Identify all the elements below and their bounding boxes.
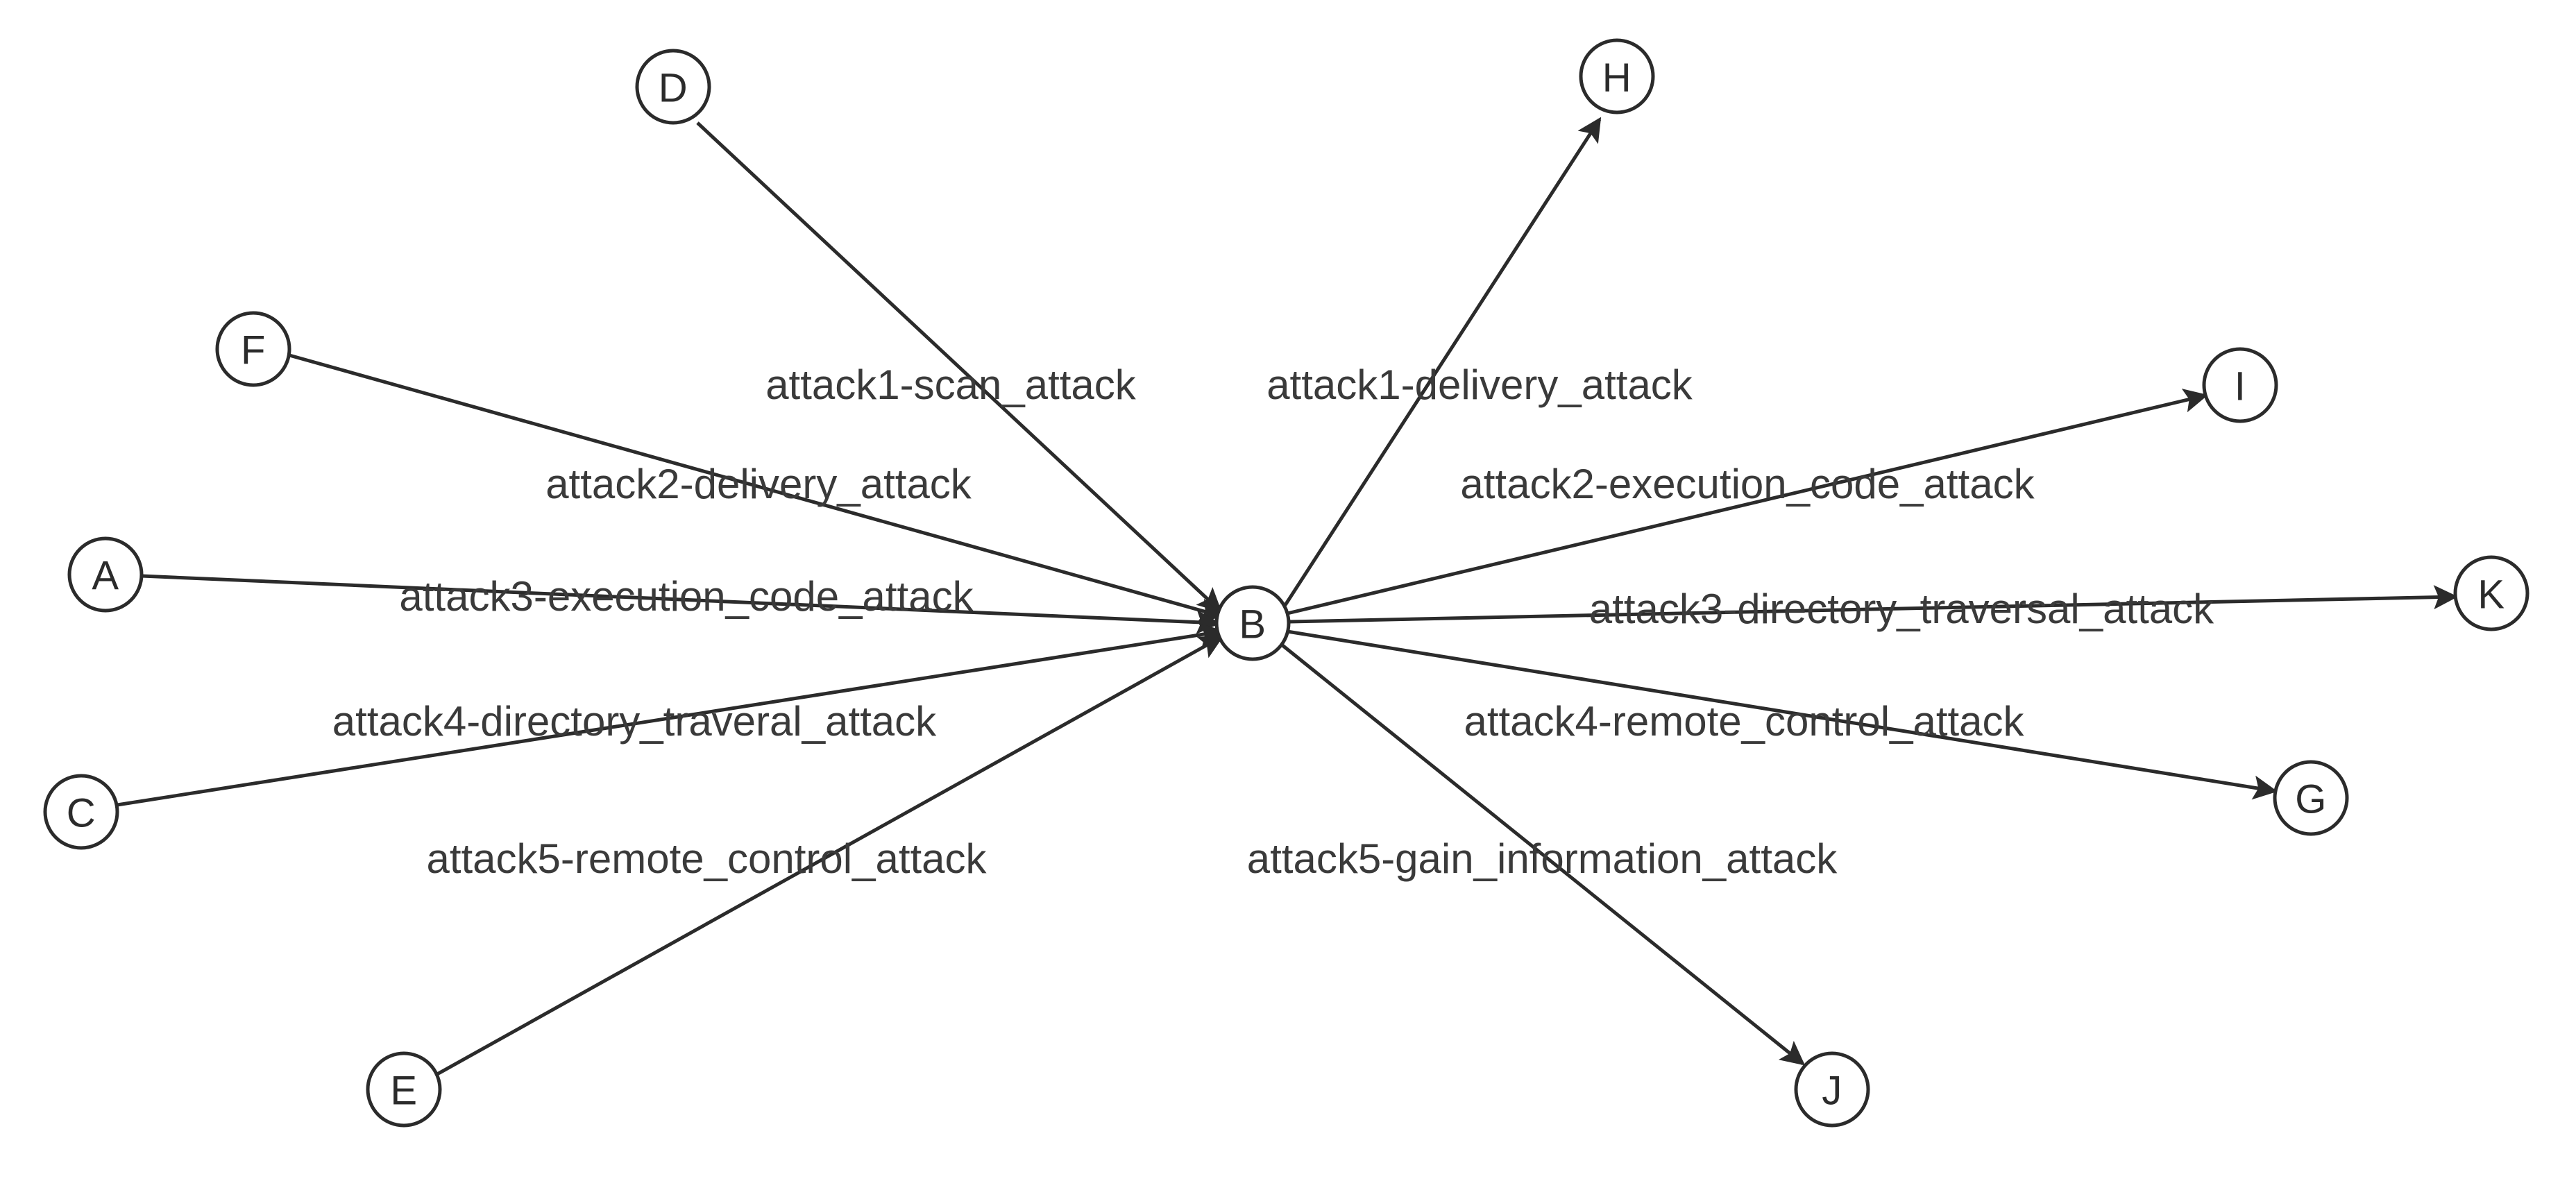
node-circle-j[interactable] [1794,1051,1870,1128]
node-d[interactable]: D [635,49,711,125]
edge-label-d-b: attack1-scan_attack [765,362,1137,408]
edge-label-b-h: attack1-delivery_attack [1266,362,1693,408]
edge-f-to-b[interactable] [289,353,1224,622]
edge-label-b-i: attack2-execution_code_attack [1460,461,2035,507]
node-label-i: I [2235,364,2246,409]
nodes-layer: A B C D E F G H I J K [43,38,2530,1128]
node-label-k: K [2477,572,2505,618]
node-e[interactable]: E [366,1051,442,1128]
node-j[interactable]: J [1794,1051,1870,1128]
edge-label-c-b: attack4-directory_traveral_attack [332,698,937,745]
edge-labels-layer: attack1-scan_attack attack2-delivery_atta… [332,362,2214,882]
node-circle-b[interactable] [1214,585,1291,661]
node-circle-e[interactable] [366,1051,442,1128]
node-circle-k[interactable] [2453,555,2530,631]
node-circle-a[interactable] [67,536,144,613]
edge-b-to-h[interactable] [1283,117,1602,606]
edge-label-a-b: attack3-execution_code_attack [399,573,974,620]
edge-d-to-b[interactable] [696,121,1222,613]
node-label-a: A [92,554,119,599]
node-circle-d[interactable] [635,49,711,125]
edges-layer [117,117,2458,1076]
edge-label-b-j: attack5-gain_information_attack [1247,835,1838,882]
node-circle-c[interactable] [43,774,119,850]
node-a[interactable]: A [67,536,144,613]
node-circle-i[interactable] [2202,347,2278,423]
edge-b-to-g[interactable] [1287,629,2278,800]
edge-a-to-b[interactable] [141,574,1221,635]
node-label-h: H [1602,56,1632,101]
node-label-j: J [1822,1069,1842,1114]
node-label-g: G [2295,777,2327,822]
edge-label-e-b: attack5-remote_control_attack [426,835,987,882]
node-label-f: F [241,328,266,373]
edge-e-to-b[interactable] [436,635,1224,1076]
node-i[interactable]: I [2202,347,2278,423]
edge-label-b-g: attack4-remote_control_attack [1464,698,2024,745]
node-circle-f[interactable] [215,311,291,387]
edge-b-to-j[interactable] [1281,644,1806,1066]
edge-label-f-b: attack2-delivery_attack [545,461,972,507]
node-label-e: E [390,1069,417,1114]
edge-label-b-k: attack3-directory_traversal_attack [1589,586,2214,632]
node-label-c: C [67,791,96,836]
node-label-b: B [1239,602,1266,647]
node-circle-g[interactable] [2273,760,2349,836]
node-b[interactable]: B [1214,585,1291,661]
edge-b-to-i[interactable] [1287,389,2208,615]
node-label-d: D [659,66,688,111]
node-f[interactable]: F [215,311,291,387]
node-circle-h[interactable] [1579,38,1655,114]
node-c[interactable]: C [43,774,119,850]
node-k[interactable]: K [2453,555,2530,631]
edge-c-to-b[interactable] [117,622,1224,807]
edge-b-to-k[interactable] [1288,585,2458,624]
node-g[interactable]: G [2273,760,2349,836]
node-h[interactable]: H [1579,38,1655,114]
